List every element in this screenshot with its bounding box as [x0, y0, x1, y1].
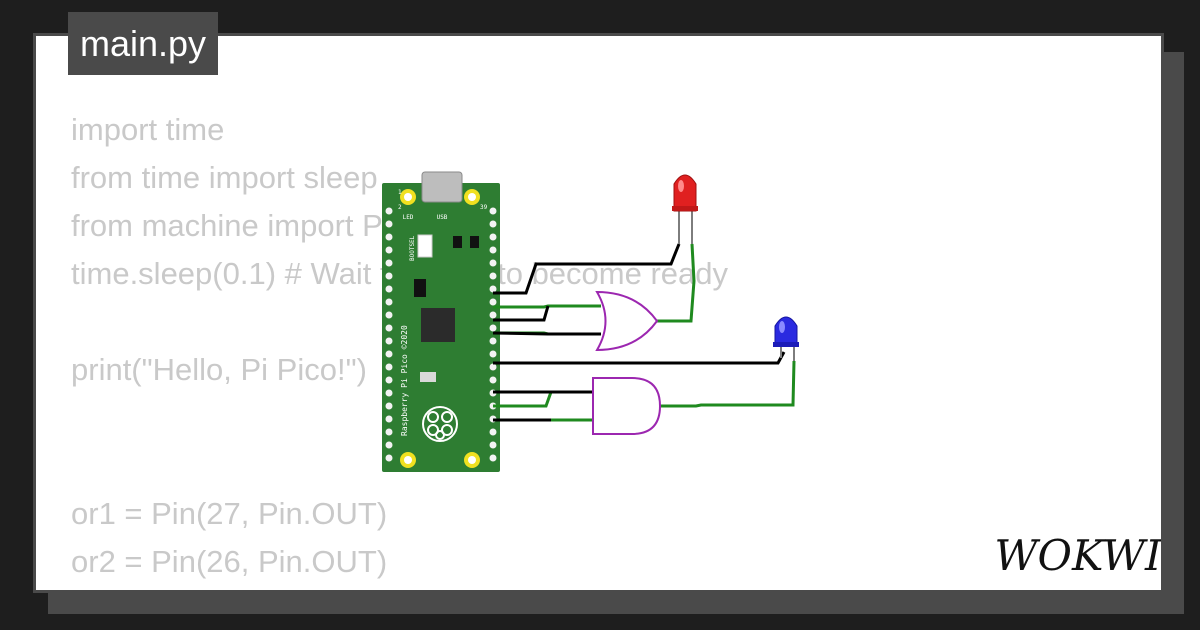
preview-card: import time from time import sleep from ma… — [33, 33, 1164, 593]
wokwi-logo[interactable]: WOKWI — [978, 524, 1164, 584]
code-line: import time — [71, 112, 225, 147]
usb-label: USB — [437, 214, 448, 221]
mounting-hole — [400, 189, 480, 468]
bootsel-button[interactable] — [417, 234, 433, 258]
pin-2-label: 2 — [398, 204, 402, 211]
file-tab-label: main.py — [80, 23, 207, 64]
code-line: from time import sleep — [71, 160, 378, 195]
pin-1-label: 1 — [398, 189, 402, 196]
wire-black — [492, 331, 601, 336]
rp2040-chip — [421, 308, 455, 342]
wire-black — [493, 305, 550, 322]
usb-connector — [421, 171, 463, 203]
pico-board[interactable]: LED USB 1 2 39 BOOTSEL Raspberry Pi Pico… — [382, 171, 500, 472]
wire-green — [657, 243, 696, 323]
file-tab[interactable]: main.py — [68, 12, 219, 75]
wires — [492, 243, 796, 422]
code-preview: import time from time import sleep from ma… — [71, 106, 728, 586]
wire-green — [660, 360, 796, 408]
red-led[interactable] — [672, 174, 698, 244]
led-label: LED — [403, 214, 414, 221]
code-line: from machine import Pin — [71, 208, 407, 243]
blue-led[interactable] — [773, 316, 799, 361]
raspberry-logo-icon — [422, 406, 458, 442]
and-gate[interactable] — [592, 377, 662, 435]
wire-green — [493, 390, 596, 408]
wire-black — [493, 243, 681, 295]
code-line: print("Hello, Pi Pico!") — [71, 352, 367, 387]
bootsel-label: BOOTSEL — [409, 235, 416, 261]
code-line: or2 = Pin(26, Pin.OUT) — [71, 544, 388, 579]
wire-green — [493, 304, 601, 309]
pin-39-label: 39 — [480, 204, 488, 211]
board-label: Raspberry Pi Pico ©2020 — [400, 325, 409, 436]
circuit-diagram: LED USB 1 2 39 BOOTSEL Raspberry Pi Pico… — [382, 171, 799, 472]
wokwi-logo-text: WOKWI — [994, 531, 1163, 580]
wire-black — [493, 351, 786, 365]
or-gate[interactable] — [595, 290, 659, 352]
code-line: or1 = Pin(27, Pin.OUT) — [71, 496, 388, 531]
